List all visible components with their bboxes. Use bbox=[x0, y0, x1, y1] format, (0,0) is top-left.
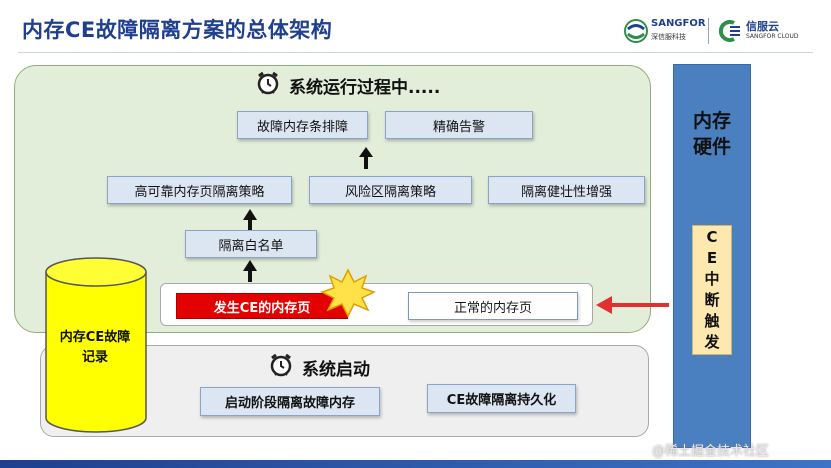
up-arrow-icon bbox=[243, 209, 257, 230]
ce-interrupt-trigger: CE中断触发 bbox=[692, 225, 732, 355]
fault-dimm-troubleshoot-box: 故障内存条排障 bbox=[237, 111, 368, 139]
ce-fault-log-text: 内存CE故障记录 bbox=[59, 330, 131, 365]
up-arrow-icon bbox=[359, 147, 373, 169]
startup-heading: 系统启动 bbox=[268, 352, 370, 383]
reliable-page-isolation-box: 高可靠内存页隔离策略 bbox=[107, 176, 292, 204]
memory-hardware-text: 内存硬件 bbox=[692, 110, 731, 158]
runtime-heading-text: 系统运行过程中..... bbox=[289, 78, 441, 98]
up-arrow-icon bbox=[243, 260, 257, 282]
faulty-memory-page: 发生CE的内存页 bbox=[176, 293, 348, 319]
sangfor-logo: SANGFOR 深信服科技 bbox=[624, 16, 706, 46]
alarm-clock-icon bbox=[268, 352, 294, 383]
explosion-icon bbox=[320, 268, 376, 318]
database-cylinder-icon bbox=[45, 257, 147, 433]
ce-interrupt-text: CE中断触发 bbox=[704, 228, 720, 351]
watermark: @稀土掘金技术社区 bbox=[652, 444, 770, 459]
sangfor-logo-sub: 深信服科技 bbox=[651, 33, 686, 41]
memory-hardware-label: 内存硬件 bbox=[673, 108, 751, 160]
isolation-whitelist-box: 隔离白名单 bbox=[185, 230, 317, 258]
ce-fault-log-label: 内存CE故障记录 bbox=[45, 328, 145, 368]
precise-alarm-box: 精确告警 bbox=[385, 111, 533, 139]
startup-heading-text: 系统启动 bbox=[302, 360, 370, 380]
left-arrow-icon bbox=[596, 296, 669, 314]
sangfor-cloud-logo: 信服云 SANGFOR CLOUD bbox=[714, 16, 814, 46]
logo-separator bbox=[708, 18, 709, 44]
footer-bar bbox=[0, 460, 831, 468]
ce-persist-box: CE故障隔离持久化 bbox=[427, 384, 576, 413]
normal-memory-page: 正常的内存页 bbox=[408, 292, 578, 320]
runtime-heading: 系统运行过程中..... bbox=[255, 70, 440, 101]
sangfor-logo-name: SANGFOR bbox=[651, 18, 706, 29]
cloud-logo-name: 信服云 bbox=[746, 20, 779, 33]
startup-isolate-box: 启动阶段隔离故障内存 bbox=[200, 387, 380, 416]
alarm-clock-icon bbox=[255, 70, 281, 101]
isolation-robustness-box: 隔离健壮性增强 bbox=[488, 176, 645, 204]
cloud-logo-sub: SANGFOR CLOUD bbox=[746, 33, 799, 40]
title-divider bbox=[18, 52, 813, 53]
page-title: 内存CE故障隔离方案的总体架构 bbox=[22, 18, 333, 42]
risk-zone-isolation-box: 风险区隔离策略 bbox=[309, 176, 472, 204]
